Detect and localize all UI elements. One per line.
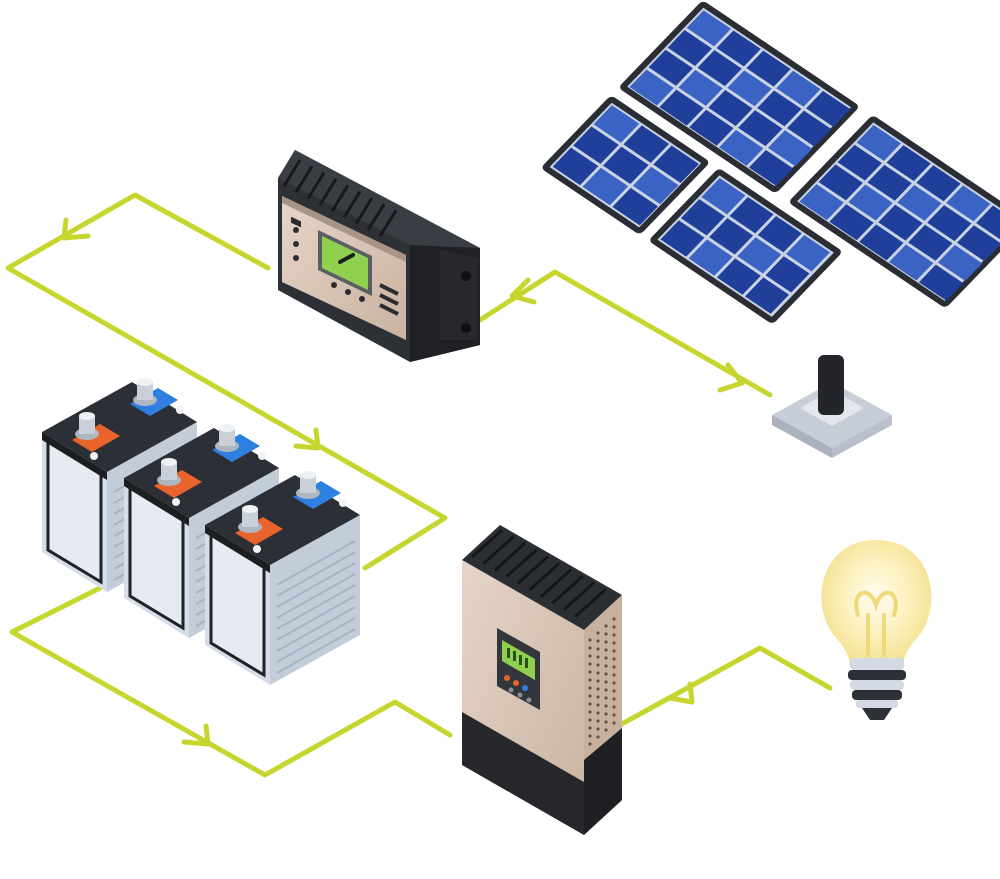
solar-cell <box>582 167 629 206</box>
solar-cell <box>946 185 991 222</box>
solar-cell <box>632 166 679 205</box>
solar-cell <box>667 30 712 67</box>
solar-cell <box>738 110 783 147</box>
battery-bank <box>42 378 360 685</box>
solar-cell <box>716 30 761 67</box>
solar-cell <box>886 145 931 182</box>
solar-cell <box>856 124 901 161</box>
solar-cell <box>708 90 753 127</box>
solar-cell <box>918 264 964 301</box>
solar-cell <box>799 184 844 221</box>
solar-cell <box>593 105 640 143</box>
solar-cell <box>927 205 972 242</box>
solar-cell <box>837 144 882 181</box>
solar-cell <box>602 146 649 185</box>
solar-cell <box>897 184 942 221</box>
solar-cell <box>719 129 764 166</box>
solar-cell <box>686 10 731 47</box>
arrow-icon <box>61 217 91 241</box>
solar-cell <box>829 204 874 241</box>
solar-cell <box>908 224 953 261</box>
wires <box>5 192 833 778</box>
solar-cell <box>689 109 734 146</box>
solar-cell <box>818 164 863 201</box>
solar-cell <box>878 204 923 241</box>
solar-cell <box>757 90 802 127</box>
solar-cell <box>727 70 772 107</box>
solar-cell <box>701 177 746 215</box>
solar-cell <box>916 165 961 202</box>
flow-arrows <box>61 217 745 747</box>
solar-cell <box>552 147 599 186</box>
solar-cell <box>745 277 790 314</box>
solar-cell <box>716 258 761 295</box>
charge-controller-icon <box>278 150 480 362</box>
solar-cell <box>746 50 791 87</box>
wire-battery-to-inverter <box>9 585 453 778</box>
solar-cell <box>785 235 830 272</box>
solar-panel-icon <box>542 1 1000 458</box>
solar-cell <box>653 145 699 183</box>
solar-cell <box>848 184 893 221</box>
battery-icon <box>205 471 360 685</box>
inverter-icon <box>462 525 622 835</box>
solar-cell <box>709 218 754 255</box>
solar-cell <box>629 69 674 106</box>
arrow-icon <box>509 277 537 305</box>
solar-cell <box>757 216 802 253</box>
solar-cell <box>806 90 851 127</box>
solar-cell <box>688 239 733 276</box>
solar-cell <box>573 126 619 164</box>
arrow-icon <box>181 723 211 747</box>
solar-cell <box>937 244 983 281</box>
solar-cell <box>976 205 1000 242</box>
solar-cell <box>660 220 705 257</box>
wire-inverter-to-bulb <box>617 645 833 728</box>
solar-cell <box>623 125 670 163</box>
solar-cell <box>648 49 693 86</box>
solar-cell <box>680 199 725 236</box>
wire-controller-to-battery <box>5 192 448 571</box>
light-bulb-icon <box>821 540 932 720</box>
arrow-icon <box>667 681 695 705</box>
arrow-icon <box>717 362 745 393</box>
solar-cell <box>956 225 1000 262</box>
solar-cell <box>737 237 782 274</box>
solar-cell <box>612 187 659 226</box>
solar-cell <box>776 70 821 107</box>
wire-panel-to-controller <box>477 269 773 398</box>
solar-cell <box>767 130 813 167</box>
solar-cell <box>748 150 794 187</box>
solar-cell <box>729 196 774 234</box>
solar-cell <box>765 256 810 293</box>
solar-cell <box>659 89 704 126</box>
arrow-icon <box>293 427 321 451</box>
solar-cell <box>889 244 934 281</box>
solar-cell <box>697 50 742 87</box>
solar-cell <box>787 110 832 147</box>
solar-cell <box>867 164 912 201</box>
solar-cell <box>678 69 723 106</box>
solar-cell <box>859 224 904 261</box>
